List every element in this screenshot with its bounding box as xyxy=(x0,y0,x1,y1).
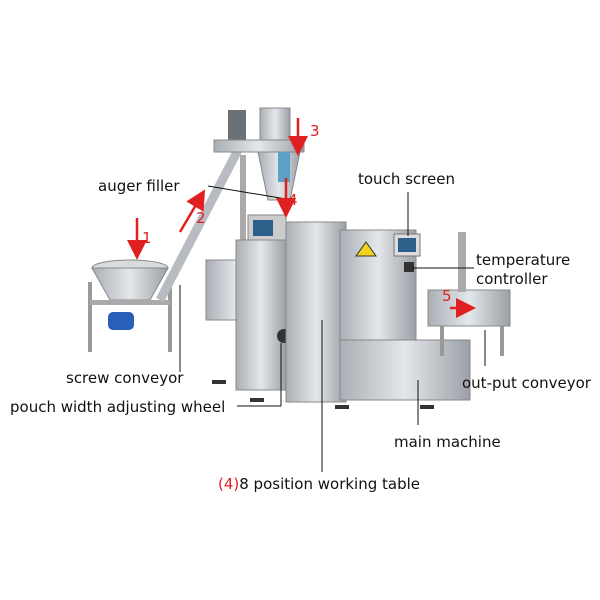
step-4: 4 xyxy=(288,191,298,209)
temperature-controller-unit xyxy=(404,262,414,272)
label-touch-screen: touch screen xyxy=(358,170,455,188)
leader-lines xyxy=(179,185,486,472)
label-screw-conveyor: screw conveyor xyxy=(66,369,184,387)
step-1: 1 xyxy=(142,229,152,247)
label-pouch-width-wheel: pouch width adjusting wheel xyxy=(10,398,226,416)
label-controller: controller xyxy=(476,270,548,288)
label-auger-filler: auger filler xyxy=(98,177,180,195)
label-working-table: (4)8 position working table xyxy=(218,475,420,493)
label-main-machine: main machine xyxy=(394,433,501,451)
step-5: 5 xyxy=(442,287,452,305)
touch-screen-panel xyxy=(398,238,416,252)
working-table xyxy=(285,221,347,403)
label-temperature: temperature xyxy=(476,251,571,269)
step-3: 3 xyxy=(310,122,320,140)
auger-filler xyxy=(213,107,305,285)
step-2: 2 xyxy=(196,209,206,227)
working-table-prefix: (4) xyxy=(218,475,240,493)
working-table-text: 8 position working table xyxy=(239,475,420,493)
label-output-conveyor: out-put conveyor xyxy=(462,374,591,392)
step-arrows xyxy=(127,118,476,318)
screw-conveyor-hopper xyxy=(88,259,172,352)
filler-screen xyxy=(253,220,273,236)
screw-conveyor-tube xyxy=(156,147,242,303)
